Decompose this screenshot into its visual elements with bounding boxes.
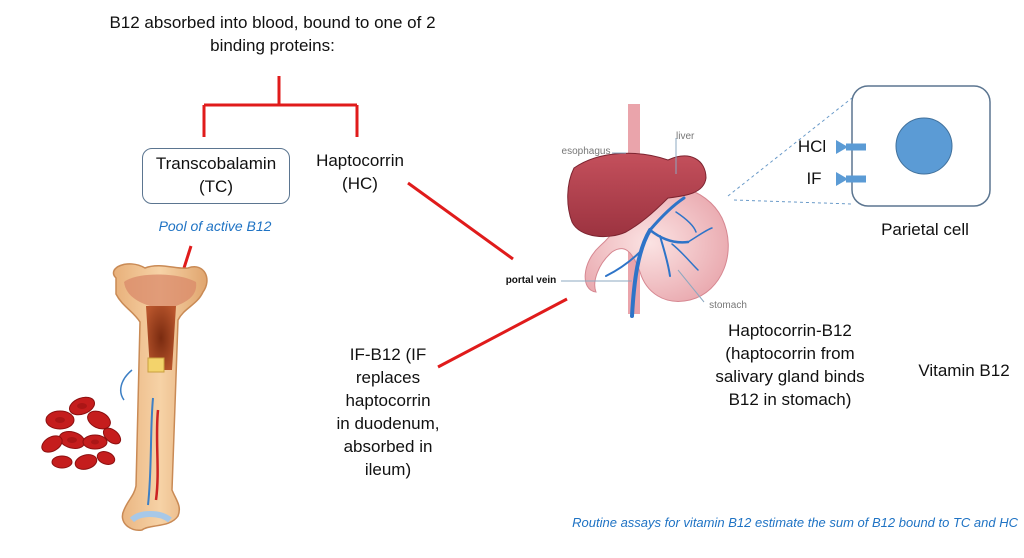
if-b12-connector-line [437, 297, 568, 369]
parietal-cell-caption: Parietal cell [881, 220, 969, 239]
portal-vein-label: portal vein [505, 275, 557, 286]
bracket-connector [202, 76, 359, 137]
haptocorrin-b12-note: Haptocorrin-B12 (haptocorrin from saliva… [715, 321, 865, 409]
transcobalamin-label: Transcobalamin (TC) [155, 154, 277, 196]
haptocorrin-label: Haptocorrin (HC) [316, 151, 404, 193]
if-label: IF [806, 169, 822, 188]
esophagus-label: esophagus [561, 146, 611, 157]
diagram-title: B12 absorbed into blood, bound to one of… [109, 13, 436, 55]
stomach-label: stomach [709, 300, 747, 311]
red-blood-cells [41, 396, 122, 470]
projection-lines [727, 97, 853, 205]
vitamin-b12-label: Vitamin B12 [918, 361, 1010, 380]
hcl-label: HCl [797, 137, 827, 156]
liver-label: liver [676, 131, 695, 142]
pool-active-b12-label: Pool of active B12 [158, 218, 272, 234]
if-b12-note: IF-B12 (IF replaces haptocorrin in duode… [336, 345, 440, 479]
footer-note: Routine assays for vitamin B12 estimate … [572, 515, 1018, 530]
bone-marrow-illustration [112, 263, 208, 531]
hc-to-portal-vein-line [407, 181, 514, 261]
digestive-organs-illustration [561, 104, 729, 318]
parietal-cell-nucleus [895, 117, 953, 175]
transcobalamin-box: Transcobalamin (TC) [142, 148, 290, 204]
